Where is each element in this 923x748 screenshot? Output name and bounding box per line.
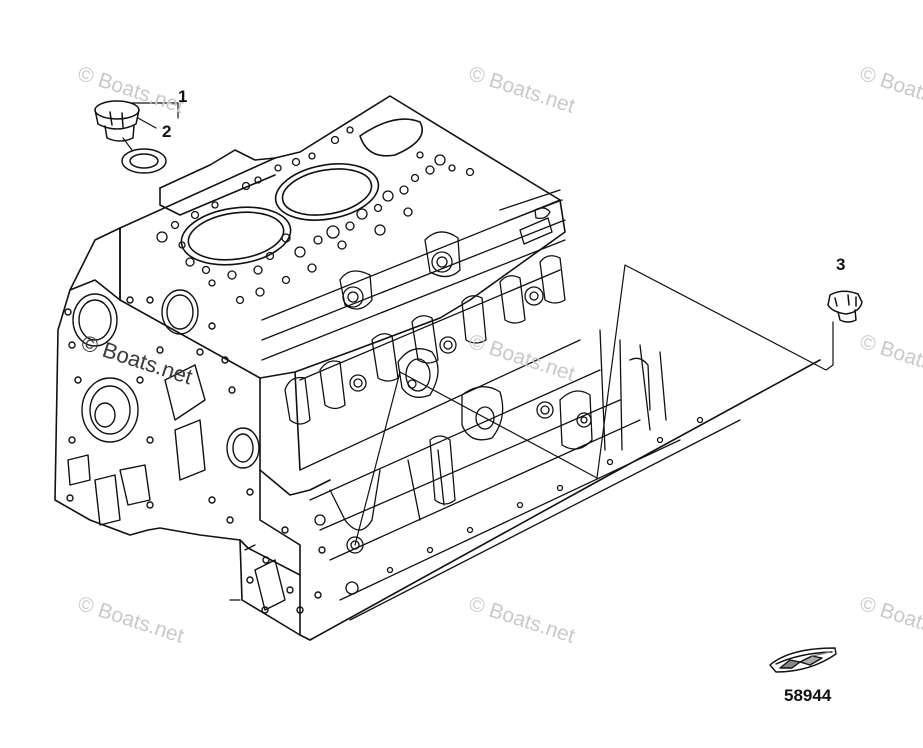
part-washer-2 bbox=[121, 148, 167, 174]
callout-2[interactable]: 2 bbox=[162, 122, 172, 141]
callout-3[interactable]: 3 bbox=[836, 255, 846, 274]
part-plug-1 bbox=[94, 100, 140, 142]
part-plug-3 bbox=[827, 290, 863, 323]
front-face-details bbox=[64, 289, 326, 614]
engine-block-outline bbox=[54, 95, 821, 641]
cylinder-bores bbox=[180, 118, 423, 266]
figure-badge-icon bbox=[769, 647, 837, 673]
leader-1-2 bbox=[122, 102, 179, 151]
callout-1[interactable]: 1 bbox=[178, 87, 188, 106]
side-face-details bbox=[229, 189, 741, 621]
deck-holes bbox=[156, 126, 475, 305]
figure-number: 58944 bbox=[784, 686, 832, 705]
leader-3 bbox=[354, 264, 834, 546]
